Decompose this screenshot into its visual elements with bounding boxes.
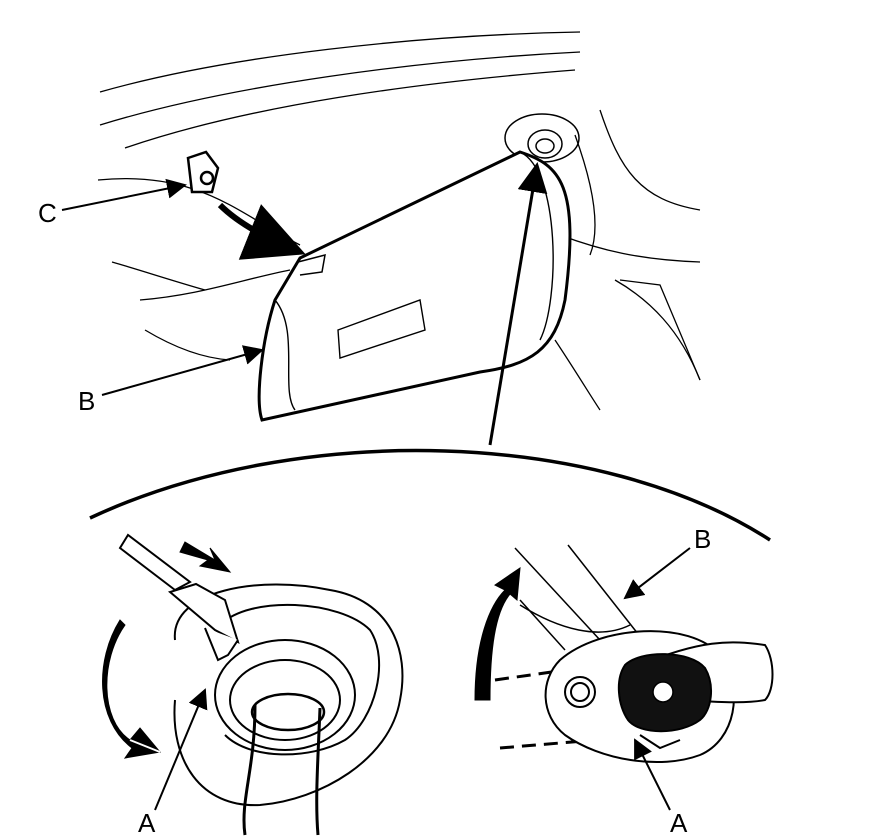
detail-separator-arc [89,448,771,542]
callout-a-left: A [138,808,156,838]
rotate-arrow-left-hollow [129,739,161,753]
sun-visor [257,150,572,422]
leader-b-right [623,547,691,600]
callout-a-right: A [670,808,688,838]
screwdriver [118,533,240,662]
leader-b-top [101,345,264,396]
headliner-background [97,31,701,411]
callout-b-top: B [78,386,95,416]
left-detail-mount [173,583,404,836]
clip-part-c [186,150,220,194]
push-arrow [179,541,232,573]
detail-pointer-arrow [488,162,548,446]
install-arrow-c [217,202,306,260]
callout-b-right: B [694,524,711,554]
rotate-arrow-right [474,566,521,701]
callout-c: C [38,198,57,228]
leader-a-right [634,738,671,811]
leader-a-left [154,688,208,811]
leader-c [61,178,187,211]
rotate-arrow-left [102,619,161,759]
bracket-screw-hole [652,681,674,703]
